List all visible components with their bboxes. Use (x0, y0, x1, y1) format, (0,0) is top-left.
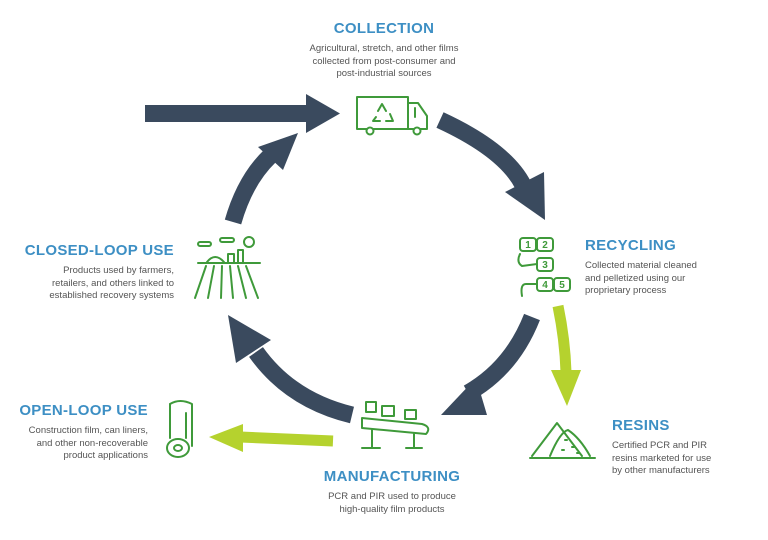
arrow-manufacturing-to-closed-loop (228, 315, 355, 424)
desc-line: and pelletized using our (585, 272, 686, 284)
recycling-truck-icon (356, 96, 428, 136)
step-number: 1 (525, 240, 531, 251)
resin-pile-icon (529, 422, 596, 459)
film-roll-icon (166, 400, 193, 458)
resins-title: RESINS (612, 417, 670, 434)
closed-loop-title: CLOSED-LOOP USE (24, 242, 174, 259)
manufacturing-title: MANUFACTURING (323, 468, 461, 485)
desc-line: PCR and PIR used to produce (328, 491, 456, 502)
arrow-manufacturing-to-open-loop (209, 424, 334, 452)
process-steps-icon (517, 237, 571, 297)
desc-line: Construction film, can liners, (28, 425, 148, 436)
step-number: 4 (542, 280, 548, 291)
desc-line: resins marketed for use (612, 452, 712, 464)
desc-line: retailers, and others linked to (52, 277, 174, 289)
desc-line: collected from post-consumer and (312, 55, 456, 67)
open-loop-desc: Construction film, can liners, and other… (0, 425, 148, 463)
desc-line: Certified PCR and PIR (612, 440, 708, 451)
step-number: 5 (559, 280, 565, 291)
desc-line: post-industrial sources (336, 68, 432, 79)
desc-line: product applications (63, 450, 149, 461)
arrow-closed-loop-to-collection (224, 133, 298, 225)
desc-line: established recovery systems (49, 290, 174, 301)
desc-line: high-quality film products (339, 503, 445, 515)
desc-line: Collected material cleaned (585, 260, 697, 271)
desc-line: Products used by farmers, (63, 265, 174, 276)
conveyor-icon (361, 401, 430, 449)
desc-line: and other non-recoverable (36, 437, 148, 449)
entry-arrow (145, 94, 340, 133)
desc-line: proprietary process (585, 285, 667, 296)
recycling-title: RECYCLING (585, 237, 677, 254)
arrow-recycling-to-manufacturing (441, 313, 540, 415)
closed-loop-desc: Products used by farmers, retailers, and… (0, 265, 174, 303)
collection-title: COLLECTION (333, 20, 435, 37)
collection-desc: Agricultural, stretch, and other films c… (274, 43, 494, 81)
desc-line: by other manufacturers (612, 465, 710, 476)
manufacturing-desc: PCR and PIR used to produce high-quality… (282, 491, 502, 516)
resins-desc: Certified PCR and PIR resins marketed fo… (612, 440, 762, 478)
step-number: 2 (542, 240, 548, 251)
open-loop-title: OPEN-LOOP USE (19, 402, 148, 419)
step-number: 3 (542, 260, 548, 271)
desc-line: Agricultural, stretch, and other films (309, 43, 459, 54)
arrow-collection-to-recycling (436, 112, 545, 220)
recycling-desc: Collected material cleaned and pelletize… (585, 260, 755, 298)
arrow-recycling-to-resins (551, 304, 581, 406)
farm-field-icon (194, 236, 261, 299)
